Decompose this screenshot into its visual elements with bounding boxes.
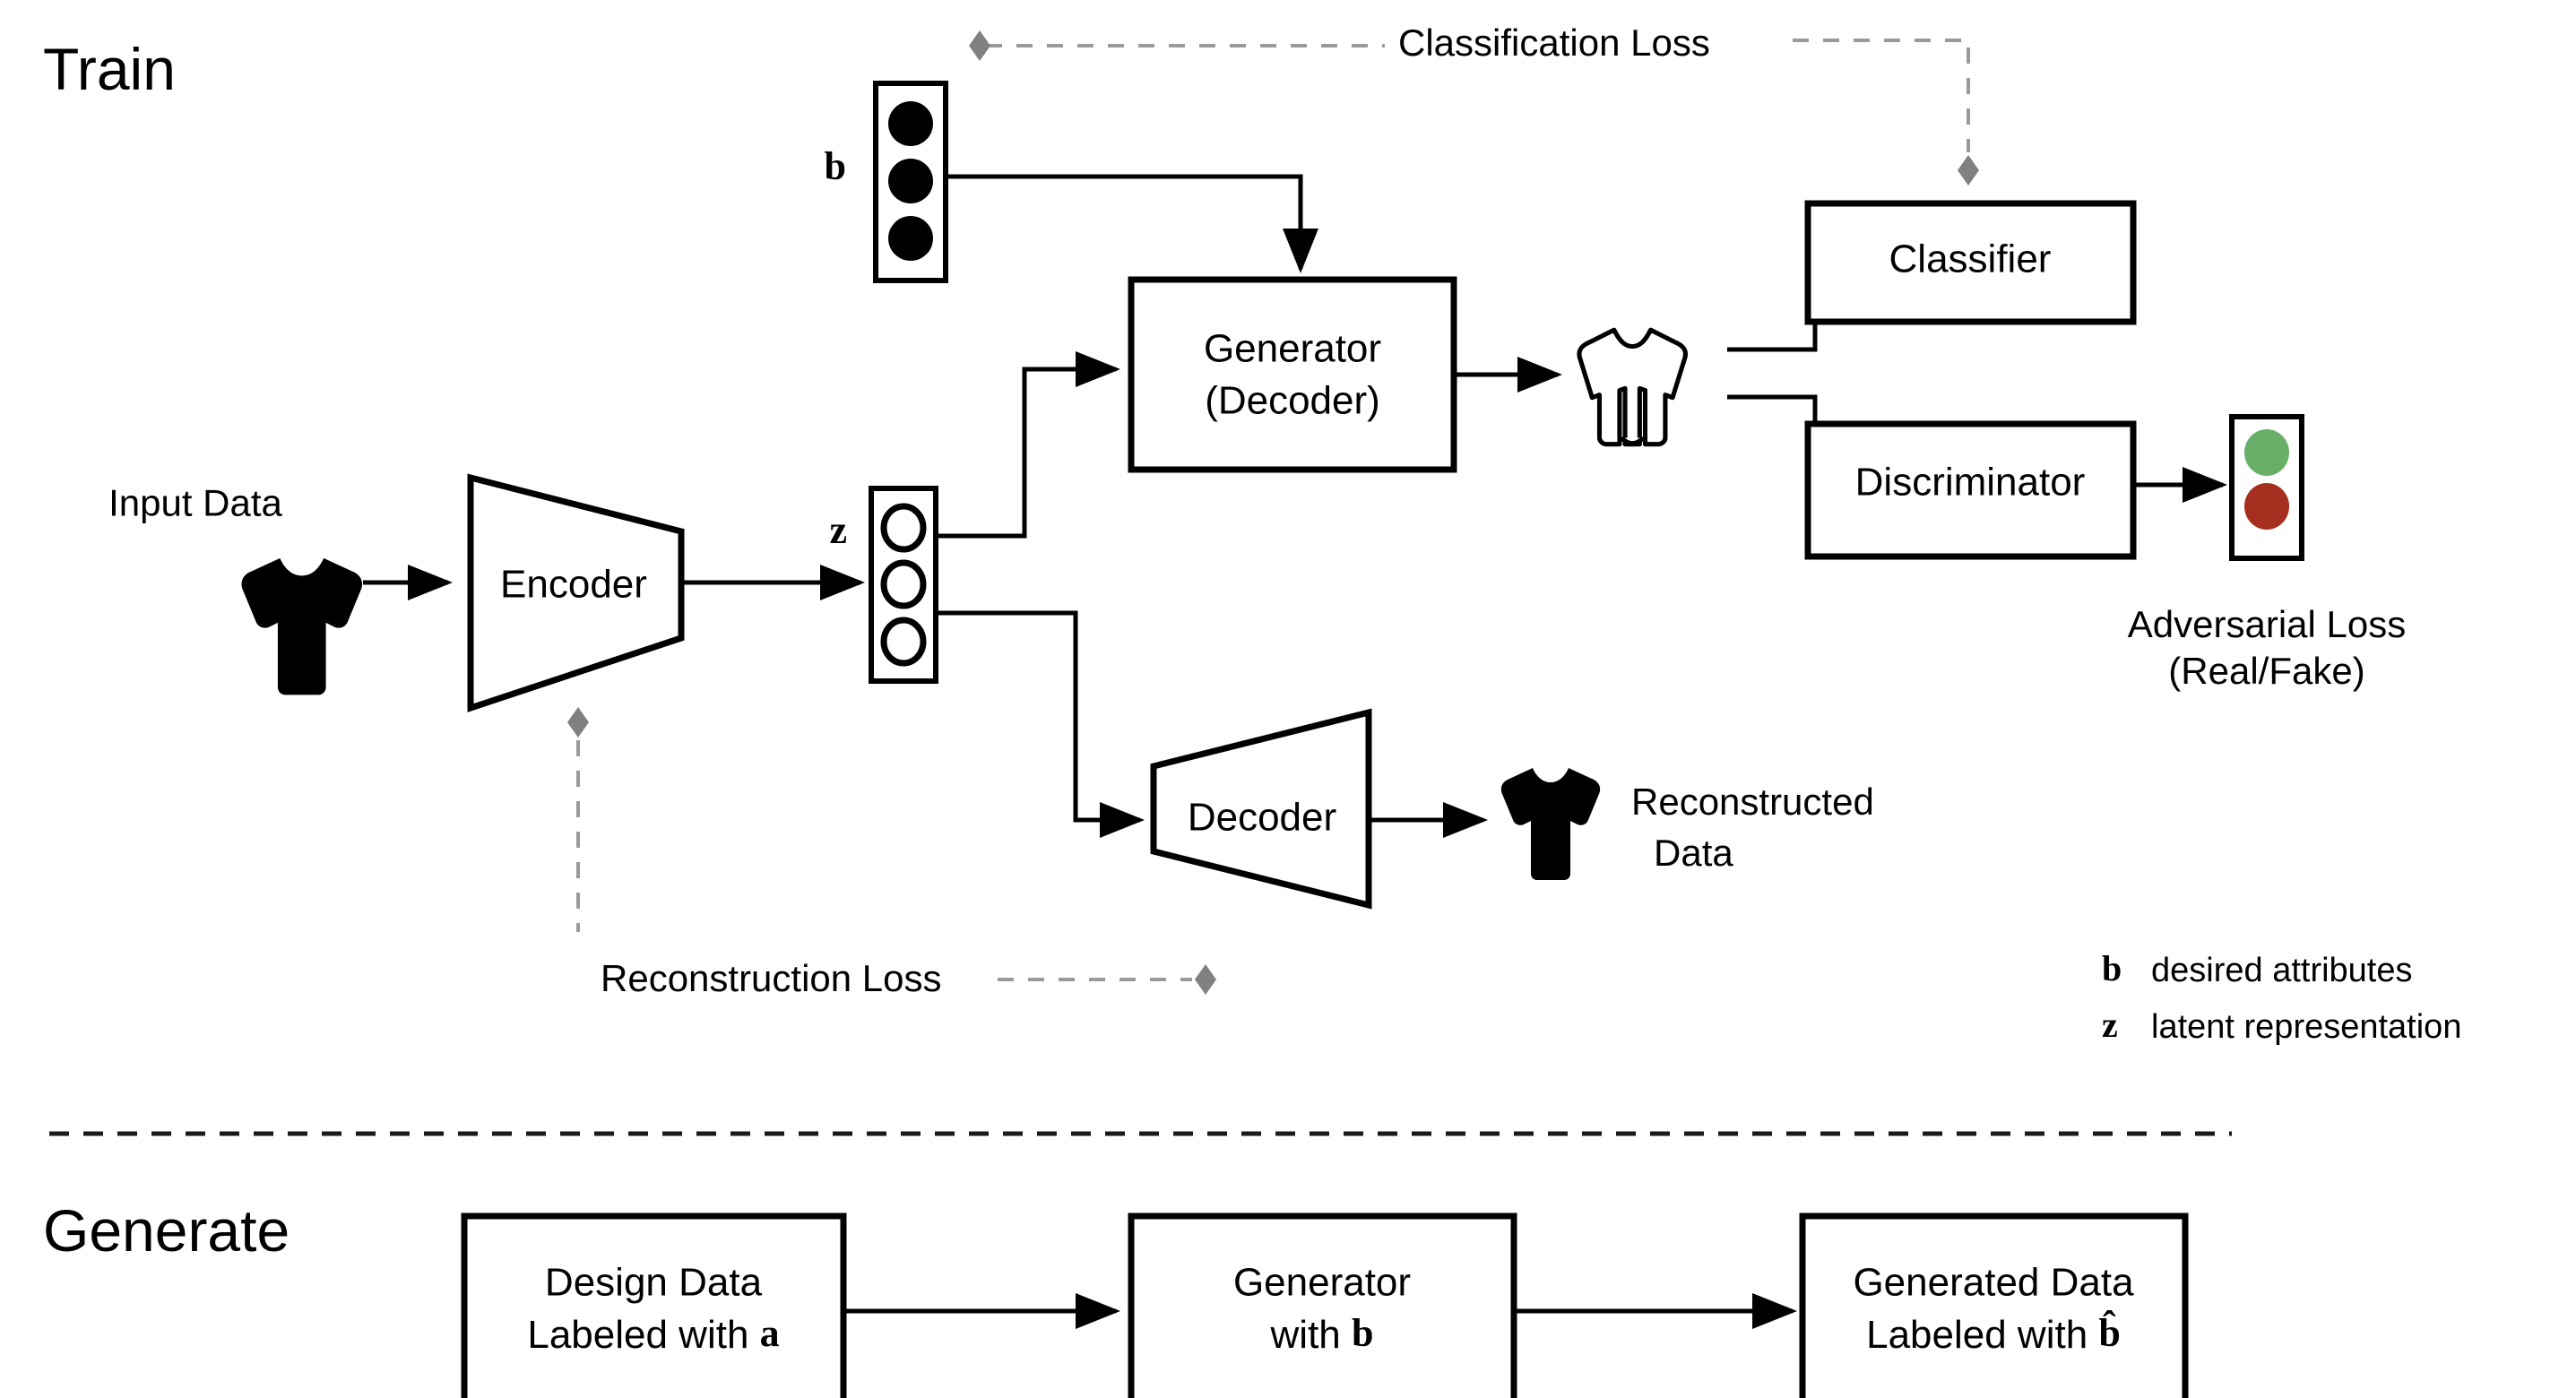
encoder-label: Encoder bbox=[500, 563, 647, 607]
b-to-generator-edge bbox=[946, 174, 1318, 273]
classifier-box bbox=[1804, 200, 2137, 325]
classification-loss-line-right bbox=[1793, 39, 1970, 152]
legend-description-b: desired attributes bbox=[2151, 952, 2413, 989]
generator-label-line2: (Decoder) bbox=[1205, 379, 1380, 423]
b-vector-symbol: b bbox=[825, 144, 846, 188]
indicator-light-real bbox=[2244, 429, 2289, 476]
tshirt-icon-input bbox=[241, 557, 363, 695]
discriminator-label: Discriminator bbox=[1855, 461, 2086, 505]
b-vector-unit-2 bbox=[888, 159, 933, 203]
z-vector-unit-3 bbox=[880, 617, 927, 667]
adversarial-loss-line2: (Real/Fake) bbox=[2168, 650, 2364, 692]
generator-label-line1: Generator bbox=[1204, 327, 1381, 371]
design-data-symbol-a: a bbox=[760, 1311, 780, 1355]
section-title-train: Train bbox=[43, 36, 176, 102]
design-data-line1: Design Data bbox=[545, 1261, 763, 1305]
reconstruction-loss-label: Reconstruction Loss bbox=[601, 957, 942, 999]
section-title-generate: Generate bbox=[43, 1197, 290, 1264]
input-data-label: Input Data bbox=[108, 481, 282, 523]
design-data-line2-pre: Labeled with bbox=[527, 1313, 759, 1357]
reconstructed-data-line1: Reconstructed bbox=[1631, 781, 1874, 823]
reconstruction-loss-diamond-left bbox=[567, 707, 589, 738]
reconstructed-data-line2: Data bbox=[1654, 832, 1733, 874]
legend-symbol-b: b bbox=[2102, 948, 2122, 988]
legend-description-z: latent representation bbox=[2151, 1008, 2461, 1046]
classification-loss-label: Classification Loss bbox=[1398, 22, 1710, 64]
generated-data-box bbox=[1799, 1212, 2189, 1398]
legend-symbol-z: z bbox=[2102, 1005, 2118, 1045]
decoder-label: Decoder bbox=[1188, 796, 1336, 840]
z-vector-unit-1 bbox=[880, 503, 927, 553]
generated-data-symbol-bhat: b̂ bbox=[2098, 1311, 2120, 1356]
pullover-icon-generated bbox=[1577, 327, 1689, 447]
b-vector-unit-3 bbox=[888, 216, 933, 261]
generator-gen-line2: with b bbox=[1270, 1311, 1374, 1357]
design-data-box bbox=[461, 1212, 847, 1398]
classification-loss-diamond-left bbox=[969, 30, 990, 61]
decoder-shape bbox=[1150, 708, 1372, 910]
tshirt-icon-reconstructed bbox=[1500, 768, 1601, 880]
b-vector-unit-1 bbox=[888, 101, 933, 146]
generated-data-line2-pre: Labeled with bbox=[1866, 1313, 2098, 1357]
classification-loss-diamond-right bbox=[1958, 155, 1979, 186]
generator-box bbox=[1128, 1212, 1517, 1398]
classifier-label: Classifier bbox=[1889, 237, 2052, 281]
indicator-light-fake bbox=[2244, 483, 2289, 530]
encoder-shape bbox=[467, 473, 685, 712]
generator-decoder-box bbox=[1128, 276, 1457, 473]
reconstruction-loss-diamond-right bbox=[1195, 964, 1216, 995]
z-vector-unit-2 bbox=[880, 559, 927, 609]
generator-gen-symbol-b: b bbox=[1352, 1311, 1373, 1355]
generated-data-line2: Labeled with b̂ bbox=[1866, 1311, 2121, 1357]
generated-data-line1: Generated Data bbox=[1853, 1261, 2134, 1305]
z-vector-symbol: z bbox=[829, 508, 847, 552]
generator-gen-line2-pre: with bbox=[1270, 1313, 1352, 1357]
z-to-generator-edge bbox=[936, 351, 1120, 539]
generator-gen-line1: Generator bbox=[1233, 1261, 1411, 1305]
z-to-decoder-edge bbox=[936, 610, 1145, 838]
adversarial-loss-line1: Adversarial Loss bbox=[2128, 603, 2406, 645]
design-data-line2: Labeled with a bbox=[527, 1311, 779, 1357]
discriminator-box bbox=[1804, 420, 2137, 560]
